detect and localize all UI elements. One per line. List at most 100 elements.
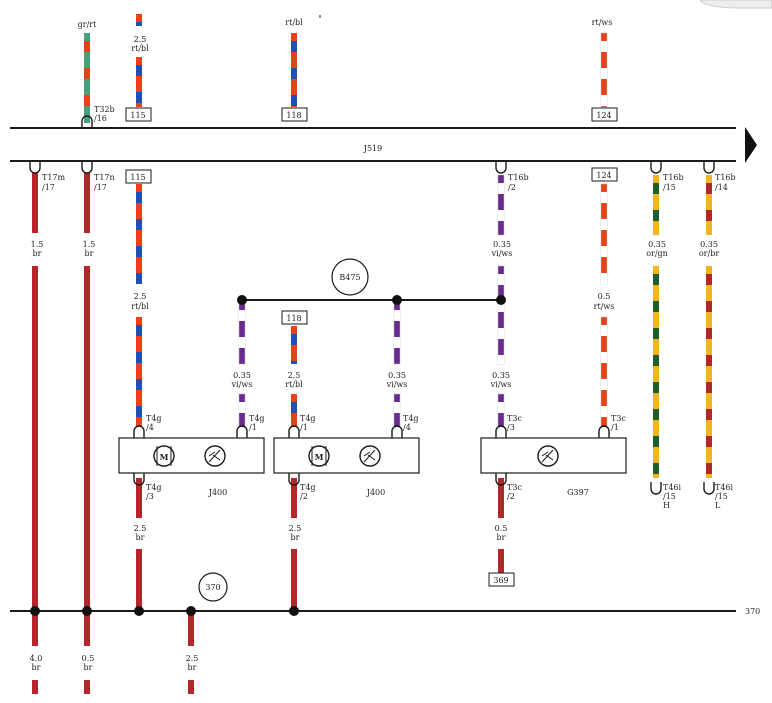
wire-t16b15-upper[interactable] bbox=[653, 175, 659, 235]
wire-j400b-gnd-upper[interactable] bbox=[291, 478, 297, 518]
component-j400-left[interactable]: M bbox=[118, 437, 265, 474]
wire-stripe bbox=[706, 463, 712, 474]
wire-stripe bbox=[136, 219, 142, 230]
wire-code-115-top: rt/bl bbox=[131, 44, 149, 53]
wire-stripe bbox=[136, 246, 142, 257]
component-j400-right[interactable]: M bbox=[273, 437, 420, 474]
wire-stripe bbox=[136, 65, 142, 76]
wire-size-115-top: 2.5 bbox=[134, 35, 147, 44]
pin-t4g-3: T4g bbox=[146, 483, 162, 492]
wire-t17n-lower[interactable] bbox=[84, 266, 90, 608]
wire-stripe bbox=[291, 402, 297, 413]
ground-dot-2 bbox=[82, 606, 92, 616]
wire-stripe bbox=[706, 301, 712, 312]
connector-t32b: T32b bbox=[94, 105, 115, 114]
svg-text:124: 124 bbox=[596, 171, 611, 180]
hook-t4g-4b bbox=[391, 425, 403, 438]
wire-code-g397-vi: vi/ws bbox=[490, 380, 512, 389]
wire-t17n-upper[interactable] bbox=[84, 173, 90, 233]
pin-t3c-2: T3c bbox=[507, 483, 522, 492]
pin-t4g-1-a: T4g bbox=[249, 414, 265, 423]
hook-t4g-4a bbox=[133, 425, 145, 438]
pin-t3c-1: T3c bbox=[611, 414, 626, 423]
wire-stripe bbox=[601, 352, 607, 363]
pin-t46i-l-suffix: L bbox=[715, 501, 721, 510]
wire-code-t17n: br bbox=[85, 249, 94, 258]
wire-size-t16b2: 0.35 bbox=[493, 240, 511, 249]
hook-t3c-2 bbox=[495, 473, 507, 486]
wire-stripe bbox=[498, 328, 504, 339]
wire-t16b14-lower[interactable] bbox=[706, 266, 712, 478]
wire-stripe bbox=[653, 382, 659, 393]
wire-t17m-upper[interactable] bbox=[32, 173, 38, 233]
wire-j400a-gnd-lower[interactable] bbox=[136, 549, 142, 607]
svg-text:124: 124 bbox=[596, 111, 611, 120]
hook-t17n bbox=[81, 161, 93, 174]
wire-stripe bbox=[291, 334, 297, 345]
ref-box-118[interactable]: 118 bbox=[281, 310, 308, 325]
ref-box-115[interactable]: 115 bbox=[125, 169, 152, 184]
wire-ground-1-stub[interactable] bbox=[32, 680, 38, 694]
wire-size-t16b15: 0.35 bbox=[648, 240, 666, 249]
wire-j400b-gnd-lower[interactable] bbox=[291, 549, 297, 607]
bus-continue-arrow[interactable] bbox=[745, 127, 757, 163]
wire-stripe bbox=[136, 92, 142, 103]
wire-code-118-top: rt/bl bbox=[285, 18, 303, 27]
motor-icon bbox=[153, 445, 175, 467]
wire-size-ground-1: 4.0 bbox=[30, 654, 43, 663]
wire-ground-2-stub[interactable] bbox=[84, 680, 90, 694]
wire-stripe bbox=[394, 337, 400, 348]
wire-ground-2-lower[interactable] bbox=[84, 614, 90, 646]
wire-stripe bbox=[601, 41, 607, 52]
wire-code-118: rt/bl bbox=[285, 380, 303, 389]
wire-ground-3-stub[interactable] bbox=[188, 680, 194, 694]
wire-stripe bbox=[706, 183, 712, 194]
wire-j400a-gnd-upper[interactable] bbox=[136, 478, 142, 518]
wire-t16b15-lower[interactable] bbox=[653, 266, 659, 478]
ref-box-369[interactable]: 369 bbox=[488, 572, 515, 587]
wire-g397-out-upper[interactable] bbox=[498, 478, 504, 518]
wire-stripe bbox=[136, 273, 142, 284]
connector-t17m: T17m bbox=[42, 173, 66, 182]
wire-g397-out-lower[interactable] bbox=[498, 549, 504, 573]
wire-stripe bbox=[653, 210, 659, 221]
circle-370[interactable] bbox=[198, 572, 228, 602]
wire-115-top[interactable] bbox=[136, 57, 142, 107]
splice-dot-1 bbox=[237, 295, 247, 305]
wire-stripe bbox=[498, 355, 504, 364]
b475-circle[interactable] bbox=[331, 258, 369, 296]
wire-stripe bbox=[136, 325, 142, 336]
circle-370-label: 370 bbox=[205, 583, 220, 592]
wire-stripe bbox=[84, 68, 90, 79]
pin-t4g-4-b: T4g bbox=[403, 414, 419, 423]
wire-stripe bbox=[498, 402, 504, 413]
wire-t16b2-upper[interactable] bbox=[497, 174, 505, 236]
wire-code-j400a-gnd: br bbox=[136, 533, 145, 542]
ref-box-124[interactable]: 124 bbox=[591, 167, 618, 182]
wire-115-top-stub[interactable] bbox=[136, 14, 142, 26]
ref-box-115-top[interactable]: 115 bbox=[125, 107, 152, 122]
wire-stripe bbox=[706, 382, 712, 393]
ground-dot-4 bbox=[186, 606, 196, 616]
wire-124-lower[interactable] bbox=[600, 316, 608, 428]
hook-t46i-h bbox=[650, 482, 662, 495]
hook-t3c-3 bbox=[495, 425, 507, 438]
wire-t17m-lower[interactable] bbox=[32, 266, 38, 608]
pin-t4g-4-a-num: /4 bbox=[146, 423, 154, 432]
wire-115-lower[interactable] bbox=[136, 317, 142, 427]
wire-ground-3-lower[interactable] bbox=[188, 608, 194, 646]
wire-t16b14-upper[interactable] bbox=[706, 175, 712, 235]
component-g397[interactable] bbox=[480, 437, 627, 474]
ref-box-124-top[interactable]: 124 bbox=[591, 107, 618, 122]
ground-bus-label: 370 bbox=[745, 607, 760, 616]
wire-ground-1-lower[interactable] bbox=[32, 614, 38, 646]
connector-t16b-14: T16b bbox=[715, 173, 736, 182]
pin-t4g-1-a-num: /1 bbox=[249, 423, 257, 432]
ref-box-118-top[interactable]: 118 bbox=[281, 107, 308, 122]
wire-stripe bbox=[653, 355, 659, 366]
splice-dot-2 bbox=[392, 295, 402, 305]
pin-t46i-15-l: T46i bbox=[715, 483, 734, 492]
hook-t16b2 bbox=[495, 161, 507, 174]
wire-115-upper[interactable] bbox=[136, 184, 142, 284]
hook-t17m bbox=[29, 161, 41, 174]
